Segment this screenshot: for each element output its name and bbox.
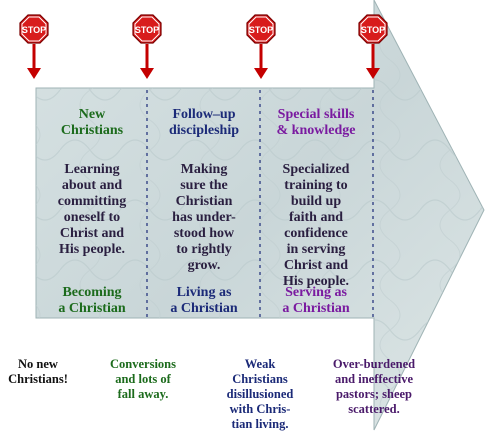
outcome-3: Weak Christians disillusioned with Chris… — [226, 357, 294, 431]
outcome-4: Over-burdened and ineffective pastors; s… — [332, 357, 416, 416]
stop-sign-icon: STOP — [19, 14, 49, 79]
stop-sign-4: STOP — [358, 14, 388, 80]
stop-sign-icon: STOP — [246, 14, 276, 79]
outcome-1: No new Christians! — [8, 357, 68, 386]
stage-3-header: Special skills & knowledge — [276, 107, 356, 138]
svg-text:STOP: STOP — [361, 25, 385, 35]
stop-sign-icon: STOP — [132, 14, 162, 79]
stage-2-header: Follow–up discipleship — [168, 107, 240, 138]
stage-3-body: Specialized training to build up faith a… — [282, 162, 350, 289]
stop-sign-2: STOP — [132, 14, 162, 80]
svg-text:STOP: STOP — [22, 25, 46, 35]
stage-1-body: Learning about and committing oneself to… — [57, 162, 127, 257]
stop-sign-3: STOP — [246, 14, 276, 80]
stop-sign-1: STOP — [19, 14, 49, 80]
stop-sign-icon: STOP — [358, 14, 388, 79]
stage-1-footer: Becoming a Christian — [58, 285, 126, 316]
stage-2-body: Making sure the Christian has under- sto… — [172, 162, 236, 273]
stage-3-footer: Serving as a Christian — [282, 285, 350, 316]
stage-1-header: New Christians — [60, 107, 124, 138]
outcome-2: Conversions and lots of fall away. — [110, 357, 176, 401]
stage-2-footer: Living as a Christian — [170, 285, 238, 316]
svg-text:STOP: STOP — [249, 25, 273, 35]
svg-text:STOP: STOP — [135, 25, 159, 35]
